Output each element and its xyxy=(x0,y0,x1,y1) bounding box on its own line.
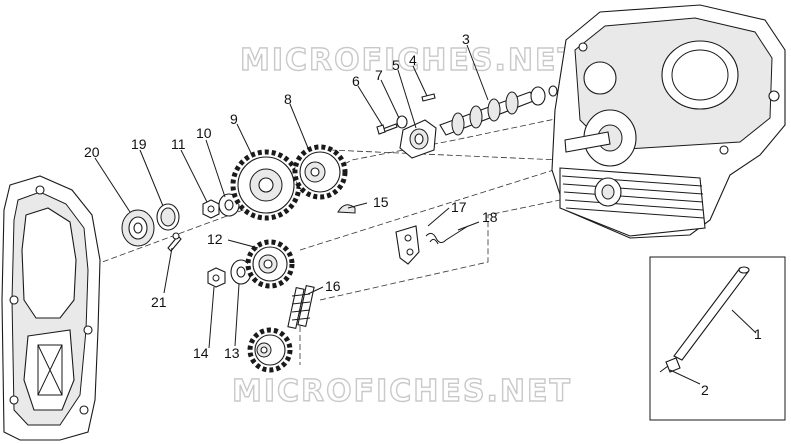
leader-lines xyxy=(94,44,757,385)
watermark-top: MICROFICHES.NET xyxy=(240,43,580,78)
callout-18: 18 xyxy=(482,209,498,225)
crankcase xyxy=(551,4,786,239)
callout-1: 1 xyxy=(754,326,762,342)
alignment-lines xyxy=(85,117,561,365)
callout-11: 11 xyxy=(171,136,186,152)
oil-seal-flange xyxy=(121,209,155,247)
callout-3: 3 xyxy=(462,31,470,47)
callout-5: 5 xyxy=(392,57,400,73)
nut-lower xyxy=(207,267,226,288)
washer-upper xyxy=(218,193,240,217)
washer-small xyxy=(396,115,408,129)
camshaft xyxy=(439,85,558,136)
callout-8: 8 xyxy=(284,91,292,107)
gear-camshaft xyxy=(292,144,348,200)
callout-15: 15 xyxy=(373,194,389,210)
timing-cover xyxy=(1,175,101,441)
gear-large xyxy=(230,149,302,221)
callout-labels: 1 2 3 4 5 6 7 8 9 10 11 12 13 14 15 16 1… xyxy=(84,31,762,398)
callout-13: 13 xyxy=(224,345,240,361)
callout-19: 19 xyxy=(131,136,147,152)
tensioner-spring xyxy=(425,225,469,245)
callout-12: 12 xyxy=(207,231,223,247)
nut-upper xyxy=(202,199,220,219)
callout-14: 14 xyxy=(193,345,209,361)
woodruff-key xyxy=(337,204,356,214)
callout-16: 16 xyxy=(325,278,341,294)
callout-10: 10 xyxy=(196,125,212,141)
gear-small xyxy=(247,327,293,373)
washer-lower xyxy=(230,259,252,285)
gear-medium xyxy=(245,239,295,289)
timing-chain xyxy=(287,284,315,330)
retaining-flange xyxy=(399,119,437,159)
callout-7: 7 xyxy=(375,67,383,83)
watermark-bottom: MICROFICHES.NET xyxy=(232,374,572,409)
callout-4: 4 xyxy=(409,52,417,68)
tool-inset xyxy=(649,256,786,421)
chain-tensioner xyxy=(395,225,420,265)
callout-20: 20 xyxy=(84,144,100,160)
dowel-pin xyxy=(421,93,436,102)
callout-6: 6 xyxy=(352,73,360,89)
seal-ring xyxy=(156,203,180,231)
screw xyxy=(167,232,182,252)
callout-2: 2 xyxy=(701,382,709,398)
callout-9: 9 xyxy=(230,111,238,127)
callout-21: 21 xyxy=(151,294,167,310)
bolt xyxy=(376,123,398,135)
callout-17: 17 xyxy=(451,199,467,215)
